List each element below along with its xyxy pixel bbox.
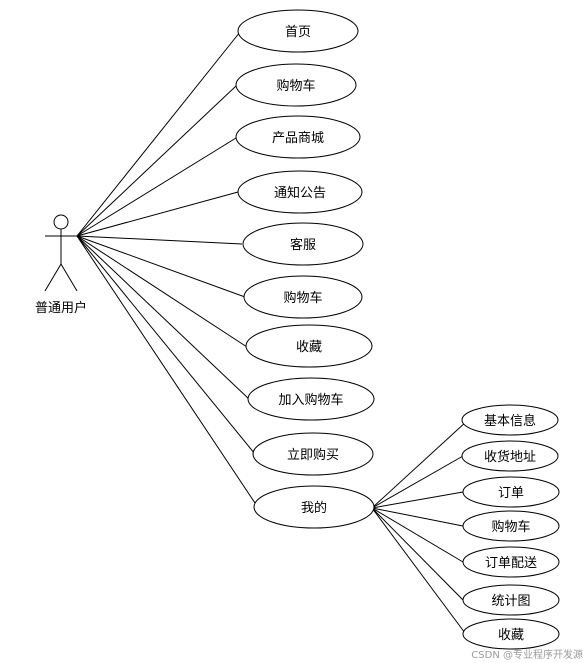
actor-head-icon [53, 214, 69, 230]
actor [44, 214, 78, 292]
use-case-label: 通知公告 [274, 185, 326, 201]
use-case-label: 加入购物车 [278, 392, 343, 408]
use-case-label: 产品商城 [272, 131, 324, 146]
use-case-favorites: 收藏 [245, 324, 373, 368]
use-case-label: 购物车 [283, 290, 322, 306]
actor-label: 普通用户 [35, 300, 87, 316]
use-case-add-to-cart: 加入购物车 [247, 377, 375, 421]
association-line [371, 491, 464, 509]
use-case-label: 购物车 [276, 78, 315, 94]
use-case-label: 购物车 [491, 519, 530, 535]
association-line [371, 420, 468, 509]
use-case-customer-service: 客服 [242, 222, 364, 266]
association-line [76, 235, 246, 298]
use-case-cart-2: 购物车 [243, 275, 363, 319]
use-case-label: 统计图 [491, 594, 530, 609]
association-line [76, 235, 243, 245]
use-case-label: 立即购买 [287, 447, 339, 463]
sub-use-case-orders: 订单 [462, 476, 560, 508]
use-case-label: 订单配送 [485, 556, 537, 571]
use-case-product-mall: 产品商城 [235, 115, 361, 159]
association-line [76, 191, 239, 237]
use-case-home: 首页 [237, 9, 359, 53]
my-sub-associations [371, 420, 468, 634]
use-case-label: 收藏 [296, 340, 322, 355]
sub-use-case-basic-info: 基本信息 [461, 404, 559, 436]
sub-use-case-cart: 购物车 [462, 510, 560, 542]
association-line [76, 235, 256, 455]
sub-use-case-statistics: 统计图 [462, 584, 560, 616]
association-line [76, 137, 237, 237]
association-line [76, 235, 258, 507]
sub-use-case-order-delivery: 订单配送 [462, 546, 560, 578]
use-case-label: 客服 [290, 237, 316, 253]
association-line [371, 507, 464, 601]
use-case-label: 我的 [301, 500, 327, 516]
actor-right-leg-icon [60, 263, 78, 292]
association-line [371, 507, 464, 527]
use-case-buy-now: 立即购买 [252, 432, 374, 476]
association-line [371, 507, 466, 634]
association-line [76, 235, 251, 401]
watermark: CSDN @专业程序开发源 [471, 648, 583, 661]
sub-use-case-address: 收货地址 [461, 440, 559, 472]
use-case-label: 订单 [498, 486, 524, 501]
use-case-mine: 我的 [253, 485, 375, 529]
use-case-announcements: 通知公告 [237, 170, 363, 214]
use-case-label: 首页 [285, 25, 311, 40]
use-case-label: 收货地址 [484, 449, 536, 465]
association-line [371, 455, 464, 509]
actor-associations [76, 31, 258, 507]
use-case-label: 基本信息 [484, 413, 536, 429]
use-case-label: 收藏 [498, 628, 524, 643]
actor-left-leg-icon [44, 263, 62, 292]
association-line [76, 235, 248, 348]
association-line [371, 507, 464, 563]
sub-use-case-favorites: 收藏 [462, 618, 560, 650]
use-case-cart: 购物车 [235, 63, 357, 107]
association-line [76, 85, 237, 237]
association-line [76, 31, 241, 237]
